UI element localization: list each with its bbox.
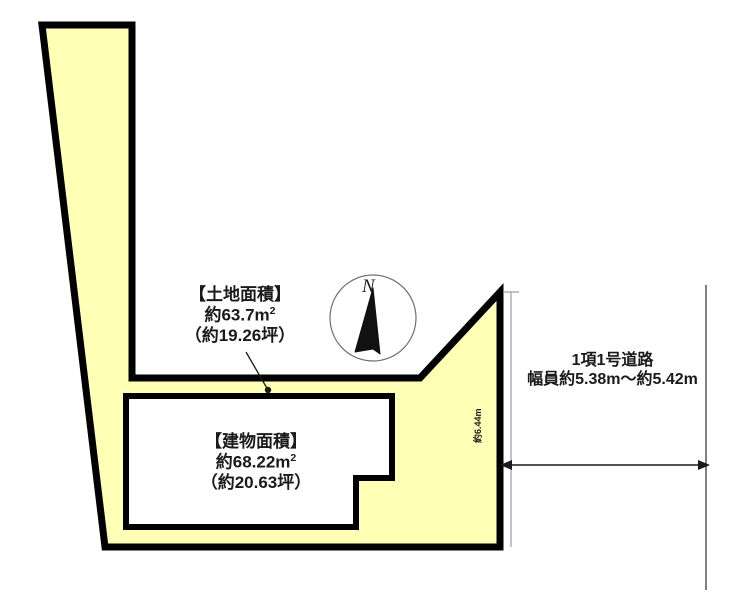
building-area-heading: 【建物面積】 [205, 432, 307, 451]
land-area-unit-superscript: 2 [269, 305, 276, 318]
road-annotation: 1項1号道路 幅員約5.38m～約5.42m [500, 352, 725, 390]
building-area-label: 【建物面積】 約68.22m2 （約20.63坪） [186, 432, 326, 493]
compass-north-letter: N [362, 276, 375, 297]
land-area-label: 【土地面積】 約63.7m2 （約19.26坪） [170, 285, 310, 346]
building-area-tsubo: （約20.63坪） [200, 472, 312, 492]
land-label-leader [245, 351, 272, 394]
land-area-sqm: 約63.7m2 [204, 305, 276, 325]
building-area-sqm: 約68.22m2 [215, 452, 297, 472]
road-category: 1項1号道路 [571, 352, 654, 369]
road-width-dimension [500, 285, 710, 590]
land-area-heading: 【土地面積】 [189, 285, 291, 304]
land-area-tsubo: （約19.26坪） [184, 325, 296, 345]
compass-needle [354, 287, 381, 355]
road-width: 幅員約5.38m～約5.42m [527, 370, 698, 388]
frontage-depth-dimension-label: 約6.44m [473, 408, 484, 443]
building-footprint-shape [123, 393, 395, 530]
building-area-unit-superscript: 2 [290, 452, 297, 465]
frontage-depth-dimension [503, 291, 519, 455]
compass-rose [329, 274, 417, 362]
